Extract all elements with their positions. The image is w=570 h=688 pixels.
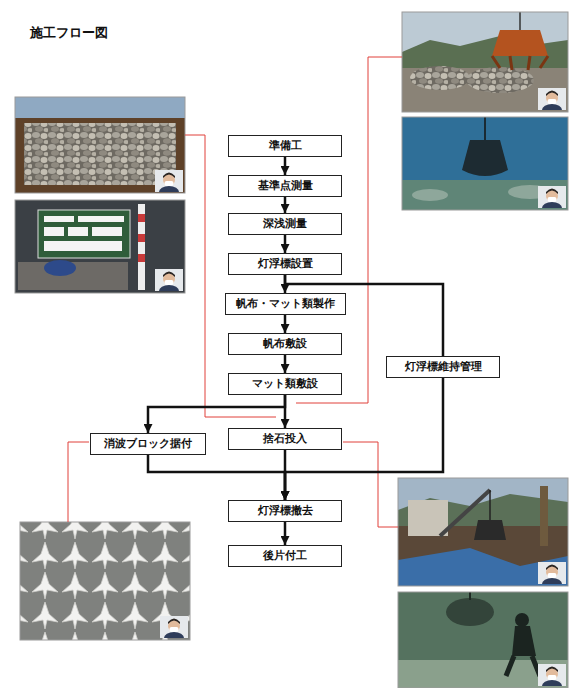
diver-photo xyxy=(398,592,568,688)
inspection-board-photo xyxy=(138,214,145,222)
process-box: 後片付工 xyxy=(228,545,342,567)
inspection-board-photo xyxy=(44,241,122,251)
process-box: 帆布・マット類製作 xyxy=(225,293,346,315)
photo-leader-line xyxy=(68,57,402,527)
process-label: 灯浮標維持管理 xyxy=(397,360,489,374)
flow-arrow xyxy=(284,395,287,428)
underwater-grab-photo xyxy=(462,140,508,176)
process-box: 灯浮標撤去 xyxy=(228,500,342,522)
rock-barge-photo xyxy=(155,170,183,198)
diver-photo xyxy=(515,613,529,627)
process-label: 消波ブロック据付 xyxy=(101,437,195,451)
rock-dumping-photo xyxy=(408,500,448,536)
process-box: 帆布敷設 xyxy=(228,333,342,355)
process-label: 帆布・マット類製作 xyxy=(236,297,335,311)
grab-crane-photo xyxy=(519,12,521,30)
underwater-grab-photo xyxy=(412,189,448,201)
process-box: 準備工 xyxy=(228,135,342,157)
flow-arrow xyxy=(284,355,287,373)
inspection-board-photo xyxy=(138,254,145,262)
flow-arrow xyxy=(284,235,287,253)
process-box: 灯浮標維持管理 xyxy=(386,356,500,378)
flow-arrow xyxy=(284,197,287,213)
underwater-grab-photo xyxy=(402,117,568,214)
flow-arrow xyxy=(284,522,287,545)
grab-crane-photo xyxy=(492,56,548,70)
diver-photo xyxy=(512,626,536,656)
inspection-board-photo xyxy=(15,200,185,297)
rock-dumping-photo xyxy=(540,486,548,546)
inspection-board-photo xyxy=(138,204,145,290)
flow-arrow xyxy=(284,157,287,175)
process-label: 準備工 xyxy=(239,139,331,153)
underwater-grab-photo xyxy=(538,186,566,214)
rock-dumping-photo xyxy=(398,478,568,590)
process-box: 捨石投入 xyxy=(228,428,342,450)
rock-dumping-photo xyxy=(489,490,491,520)
flow-arrow xyxy=(284,315,287,333)
grab-crane-photo xyxy=(538,88,566,116)
process-label: マット類敷設 xyxy=(239,377,331,391)
inspection-board-photo xyxy=(38,210,130,258)
process-box: 消波ブロック据付 xyxy=(90,433,206,455)
grab-crane-photo xyxy=(410,66,470,90)
photo-leader-line xyxy=(68,442,89,522)
process-label: 捨石投入 xyxy=(239,432,331,446)
process-box: 深浅測量 xyxy=(228,213,342,235)
rock-barge-photo xyxy=(15,97,185,198)
diver-photo xyxy=(469,592,471,600)
process-label: 灯浮標設置 xyxy=(239,257,331,271)
process-label: 灯浮標撤去 xyxy=(239,504,331,518)
diver-photo xyxy=(506,656,540,676)
inspection-board-photo xyxy=(68,227,88,236)
process-label: 帆布敷設 xyxy=(239,337,331,351)
flow-arrow xyxy=(284,450,287,500)
wave-block-photo xyxy=(20,522,190,644)
diver-photo xyxy=(446,598,494,626)
inspection-board-photo xyxy=(44,227,64,236)
grab-crane-photo xyxy=(402,12,568,116)
rock-barge-photo xyxy=(24,123,176,185)
wave-block-photo xyxy=(160,616,188,644)
process-box: マット類敷設 xyxy=(228,373,342,395)
inspection-board-photo xyxy=(44,260,76,276)
diver-photo xyxy=(538,664,566,688)
process-box: 灯浮標設置 xyxy=(228,253,342,275)
diagram-title: 施工フロー図 xyxy=(30,24,108,42)
inspection-board-photo xyxy=(155,269,183,297)
grab-crane-photo xyxy=(492,30,548,56)
flow-arrow xyxy=(148,455,285,500)
grab-crane-photo xyxy=(466,67,534,93)
inspection-board-photo xyxy=(92,227,122,236)
underwater-grab-photo xyxy=(484,117,486,140)
inspection-board-photo xyxy=(78,216,124,222)
inspection-board-photo xyxy=(138,234,145,242)
photo-leader-line xyxy=(343,442,398,527)
inspection-board-photo xyxy=(44,216,74,222)
process-label: 深浅測量 xyxy=(239,217,331,231)
rock-dumping-photo xyxy=(538,562,566,590)
process-label: 後片付工 xyxy=(239,549,331,563)
process-box: 基準点測量 xyxy=(228,175,342,197)
rock-dumping-photo xyxy=(474,520,506,540)
process-label: 基準点測量 xyxy=(239,179,331,193)
